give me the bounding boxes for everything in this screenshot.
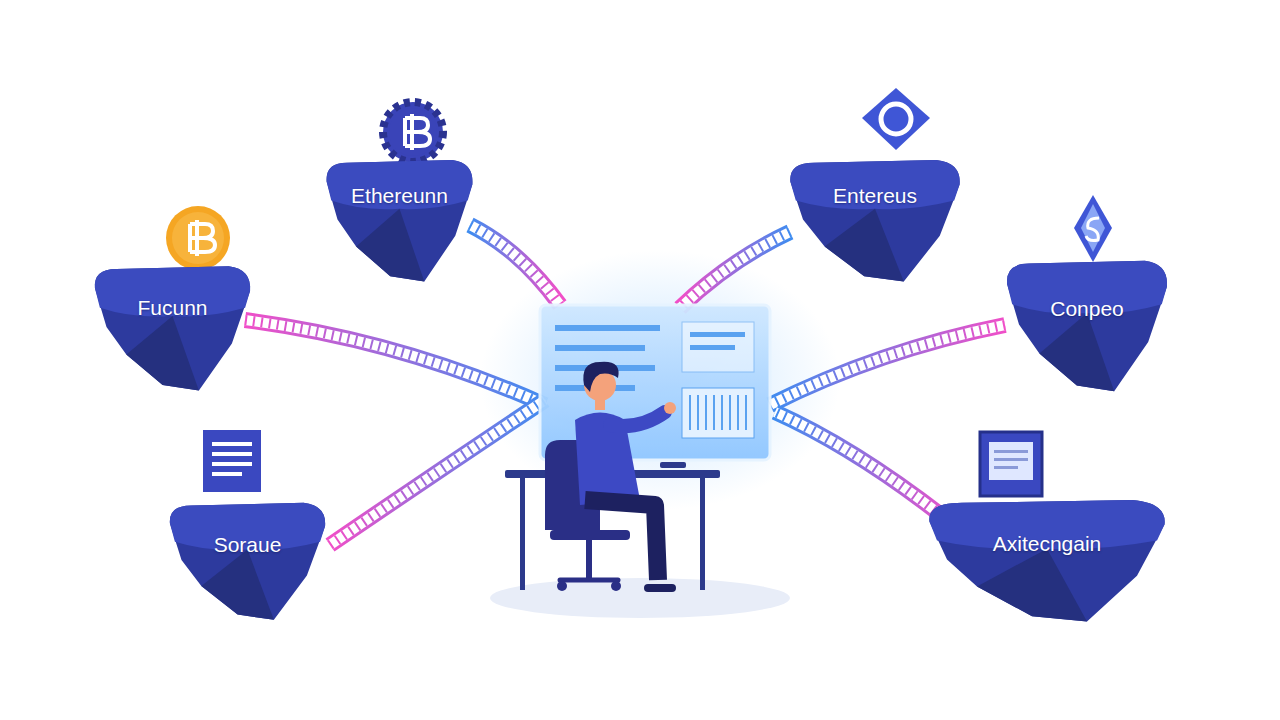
bitcoin-gear-icon [383, 102, 443, 162]
chain-label: Ethereunn [351, 184, 448, 208]
person [545, 362, 676, 591]
document-icon [980, 432, 1042, 496]
floor-shadow [490, 578, 790, 618]
island-shape [90, 258, 255, 396]
chain-island: Entereus [785, 152, 965, 287]
island-shape [1002, 252, 1172, 397]
island-shape [785, 152, 965, 287]
island-shape [322, 152, 477, 287]
chain-island: Axitecngain [922, 492, 1172, 627]
chain-label: Conpeo [1050, 297, 1124, 321]
bitcoin-coin-icon [166, 206, 230, 270]
chain-island: Fucunn [90, 258, 255, 396]
chain-island: Ethereunn [322, 152, 477, 287]
monitor [540, 305, 770, 460]
ethereum-icon [1074, 195, 1112, 262]
chain-island: Conpeo [1002, 252, 1172, 397]
chain-label: Axitecngain [993, 532, 1102, 556]
chain-label: Soraue [214, 533, 282, 557]
island-shape [165, 495, 330, 625]
island-shape [922, 492, 1172, 627]
chain-island: Soraue [165, 495, 330, 625]
screen-glow [480, 250, 840, 510]
chain-label: Entereus [833, 184, 917, 208]
hexagon-icon [862, 88, 930, 150]
document-icon [203, 430, 261, 492]
chain-label: Fucunn [137, 296, 207, 320]
